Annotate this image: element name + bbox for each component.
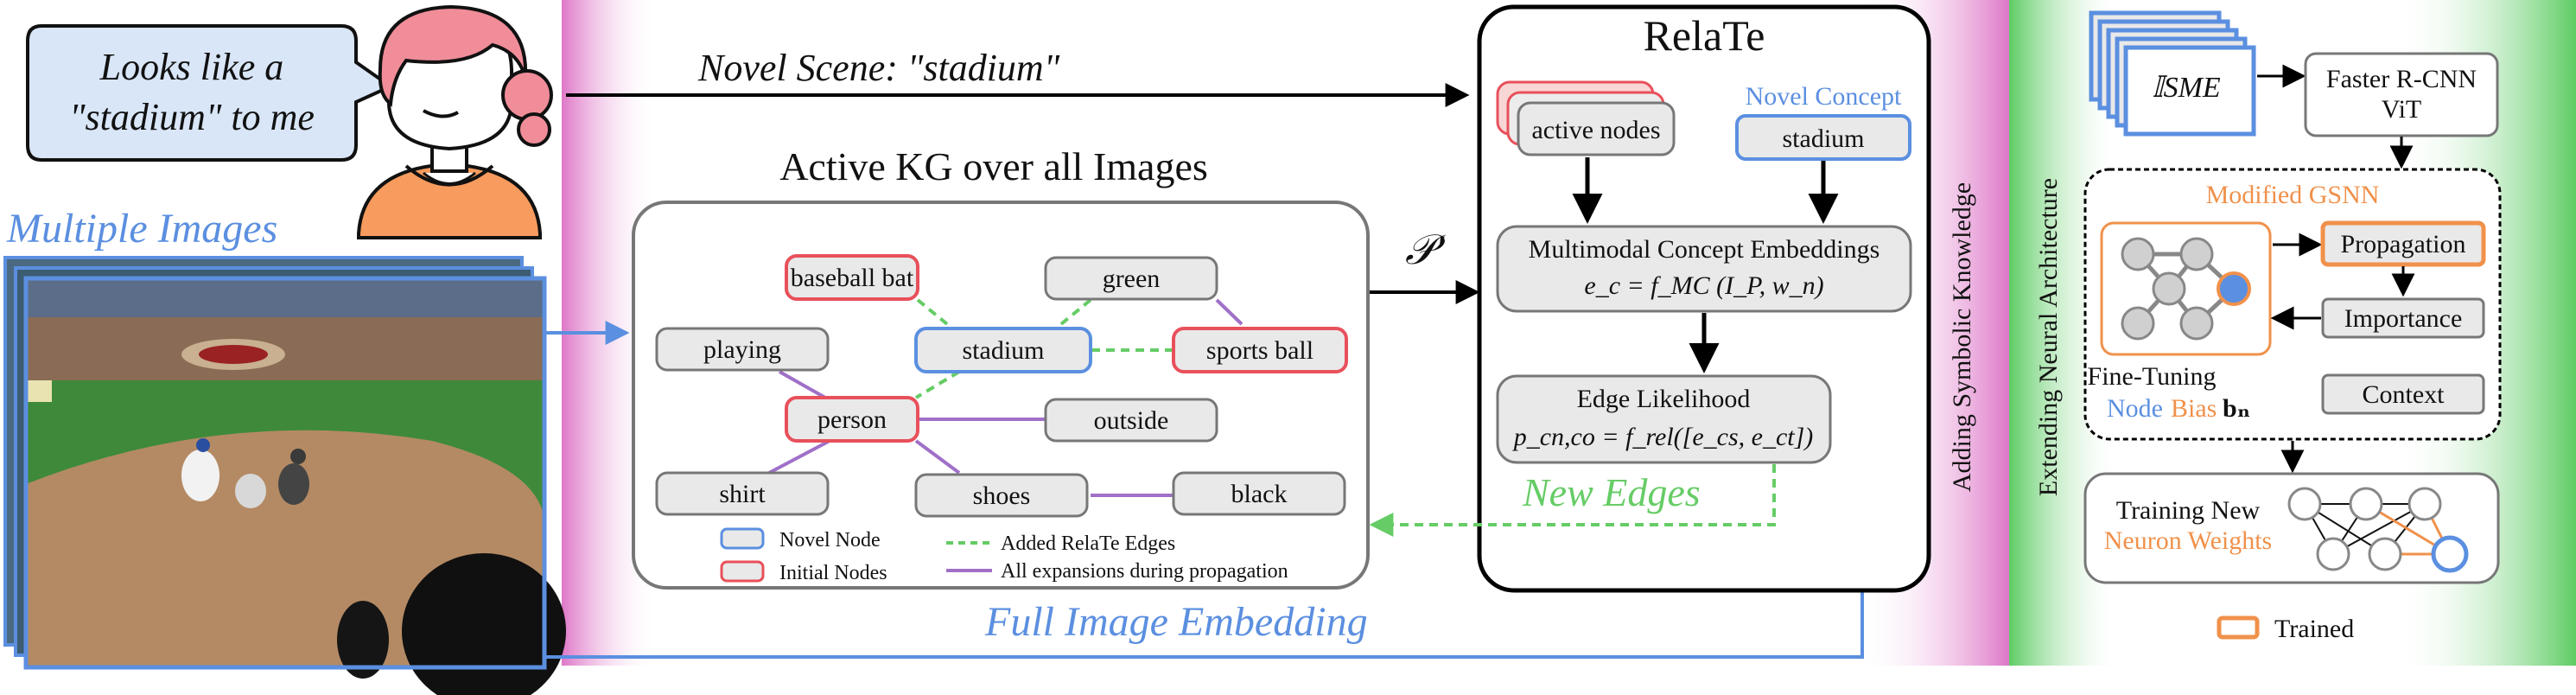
kg-title: Active KG over all Images bbox=[779, 144, 1208, 188]
node-person-label: person bbox=[817, 405, 887, 434]
speech-bubble: Looks like a "stadium" to me bbox=[26, 24, 395, 162]
edge-title: Edge Likelihood bbox=[1577, 385, 1751, 413]
neural-net-icon bbox=[2287, 487, 2469, 573]
bias-symbol: bₙ bbox=[2223, 394, 2250, 423]
gsnn-title: Modified GSNN bbox=[2206, 181, 2380, 209]
baseball-photo bbox=[23, 276, 566, 695]
trained-legend: Trained bbox=[2217, 615, 2354, 643]
node-playing-label: playing bbox=[703, 335, 781, 364]
node-baseball-bat-label: baseball bat bbox=[791, 264, 914, 292]
novel-concept-label: Novel Concept bbox=[1746, 82, 1902, 111]
novel-concept-stadium: stadium bbox=[1783, 124, 1865, 153]
node-stadium: stadium bbox=[914, 327, 1092, 373]
speech-line-2: "stadium" to me bbox=[69, 96, 315, 138]
multiple-images-label: Multiple Images bbox=[6, 206, 277, 252]
new-edges-path: New Edges bbox=[1369, 464, 1776, 537]
node-bias-label: Node Bias bₙ bbox=[2107, 394, 2250, 423]
bias-word: Bias bbox=[2171, 394, 2217, 423]
kg-nodes: baseball bat green playing stadium sport… bbox=[655, 254, 1348, 518]
speech-line-1: Looks like a bbox=[99, 46, 284, 88]
node-playing: playing bbox=[655, 327, 830, 372]
sme-label: 𝕀SME bbox=[2152, 72, 2221, 104]
context-box: Context bbox=[2321, 373, 2485, 415]
node-outside-label: outside bbox=[1094, 406, 1169, 435]
propagation-label: Propagation bbox=[2341, 230, 2466, 258]
detector-box: Faster R-CNN ViT bbox=[2304, 52, 2499, 137]
node-stadium-label: stadium bbox=[963, 336, 1045, 365]
node-sports-ball: sports ball bbox=[1172, 327, 1348, 373]
node-sports-ball-label: sports ball bbox=[1206, 336, 1313, 365]
full-image-embedding-label: Full Image Embedding bbox=[984, 599, 1368, 645]
importance-label: Importance bbox=[2344, 304, 2463, 333]
person-icon bbox=[357, 4, 553, 239]
edge-likelihood-box: Edge Likelihood p_cn,co = f_rel([e_cs, e… bbox=[1496, 374, 1832, 464]
node-person: person bbox=[785, 396, 919, 443]
legend-initial-nodes: Initial Nodes bbox=[779, 562, 887, 584]
sme-stack: 𝕀SME bbox=[2089, 10, 2256, 137]
neuron-weights-label: Neuron Weights bbox=[2104, 526, 2273, 555]
context-label: Context bbox=[2363, 380, 2446, 409]
node-shoes: shoes bbox=[914, 473, 1089, 518]
novel-concept-box: stadium bbox=[1735, 114, 1911, 161]
p-prime-label: 𝒫′ bbox=[1405, 227, 1446, 273]
legend-novel-node: Novel Node bbox=[779, 529, 881, 552]
node-green-label: green bbox=[1103, 265, 1161, 293]
node-shirt-label: shirt bbox=[719, 480, 766, 508]
node-word: Node bbox=[2107, 394, 2163, 423]
trained-label: Trained bbox=[2274, 615, 2354, 643]
legend-added-edges: Added RelaTe Edges bbox=[1001, 532, 1175, 555]
new-edges-label: New Edges bbox=[1522, 470, 1701, 514]
finetuning-graph-icon bbox=[2100, 221, 2272, 356]
legend-expansions: All expansions during propagation bbox=[1001, 560, 1288, 583]
neural-architecture-label: Extending Neural Architecture bbox=[2034, 178, 2063, 496]
symbolic-knowledge-label: Adding Symbolic Knowledge bbox=[1948, 182, 1976, 492]
kg-to-relate-arrow: 𝒫′ bbox=[1370, 227, 1480, 304]
propagation-box: Propagation bbox=[2320, 220, 2486, 267]
importance-box: Importance bbox=[2321, 297, 2485, 339]
novel-scene-label: Novel Scene: "stadium" bbox=[697, 47, 1060, 89]
finetuning-label: Fine-Tuning bbox=[2088, 362, 2217, 391]
node-green: green bbox=[1044, 256, 1218, 301]
node-shirt: shirt bbox=[655, 471, 830, 516]
novel-scene-arrow: Novel Scene: "stadium" bbox=[566, 47, 1470, 107]
node-baseball-bat: baseball bat bbox=[785, 254, 919, 301]
node-outside: outside bbox=[1044, 398, 1218, 443]
active-nodes-label: active nodes bbox=[1531, 116, 1660, 144]
node-black-label: black bbox=[1231, 480, 1288, 508]
mce-formula: e_c = f_MC (I_P, w_n) bbox=[1584, 271, 1823, 300]
node-black: black bbox=[1172, 471, 1346, 516]
active-nodes-stack: active nodes bbox=[1496, 80, 1676, 156]
detector-line-2: ViT bbox=[2382, 95, 2422, 124]
mce-title: Multimodal Concept Embeddings bbox=[1529, 235, 1880, 264]
kg-legend: Novel Node Initial Nodes Added RelaTe Ed… bbox=[720, 527, 1288, 584]
training-new-label: Training New bbox=[2116, 496, 2261, 525]
detector-line-1: Faster R-CNN bbox=[2326, 65, 2477, 93]
edge-formula: p_cn,co = f_rel([e_cs, e_ct]) bbox=[1512, 423, 1814, 451]
mce-box: Multimodal Concept Embeddings e_c = f_MC… bbox=[1496, 225, 1912, 313]
node-shoes-label: shoes bbox=[973, 481, 1031, 510]
relate-title: RelaTe bbox=[1644, 11, 1765, 60]
